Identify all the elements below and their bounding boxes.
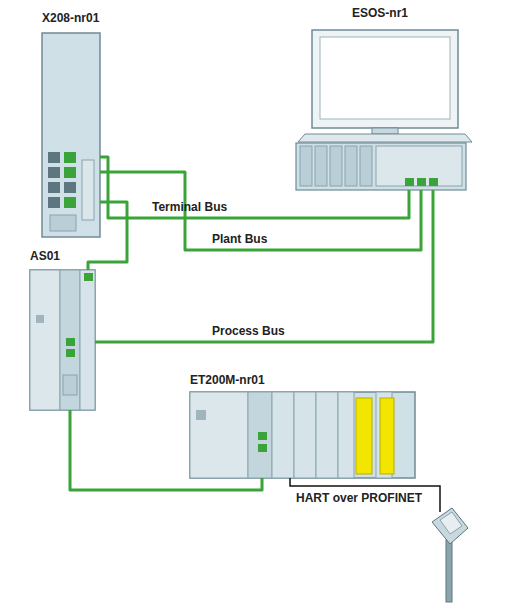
protocol-label: HART over PROFINET <box>294 491 424 505</box>
sensor-illustration <box>432 508 468 602</box>
computer-illustration <box>296 30 472 190</box>
node-heading: AS01 <box>30 249 60 263</box>
network-cable <box>88 202 127 270</box>
switch-node: X208-nr01 <box>42 33 100 237</box>
bus-label: Terminal Bus <box>150 200 229 214</box>
node-heading: X208-nr01 <box>42 11 99 25</box>
node-heading: ET200M-nr01 <box>190 373 265 387</box>
io-station-illustration <box>190 392 415 478</box>
network-cable <box>100 157 409 218</box>
controller-node: AS01 <box>30 270 95 410</box>
bus-label: Plant Bus <box>210 232 269 246</box>
network-cable <box>95 190 433 342</box>
computer-node: ESOS-nr1 <box>295 30 465 190</box>
switch-illustration <box>42 33 100 237</box>
io-station-node: ET200M-nr01 <box>190 392 415 478</box>
hart-wire <box>290 478 440 512</box>
network-cable <box>100 172 421 250</box>
network-cable <box>70 410 262 490</box>
bus-label: Process Bus <box>210 324 287 338</box>
controller-illustration <box>30 270 95 410</box>
node-heading: ESOS-nr1 <box>352 6 408 20</box>
